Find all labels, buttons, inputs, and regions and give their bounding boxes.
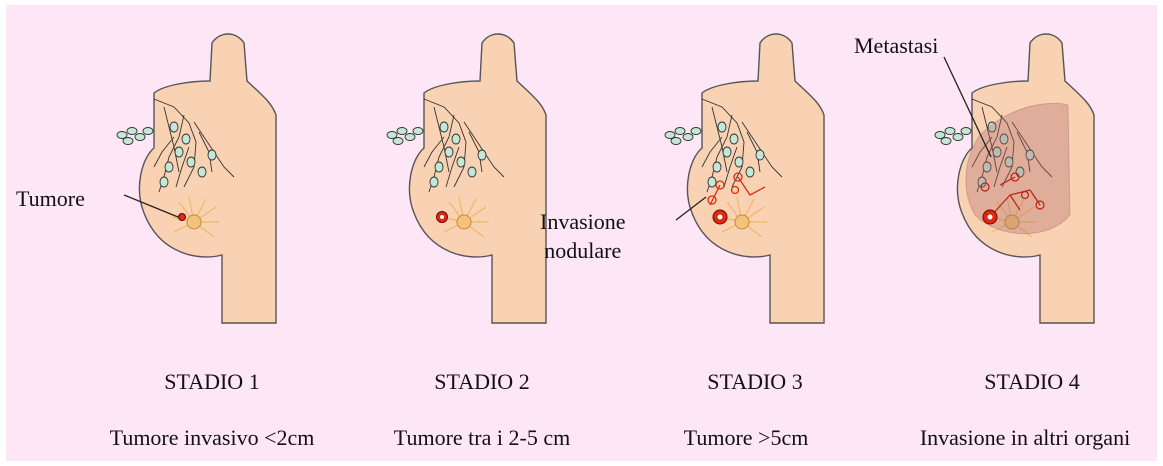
nodal-invasion-label-line2: nodulare (540, 237, 626, 266)
stage-2-figure (387, 34, 546, 323)
stage-2-description: Tumore tra i 2-5 cm (394, 427, 570, 449)
stage-4-figure (935, 34, 1094, 323)
nodal-invasion-label: Invasione nodulare (540, 208, 626, 265)
stage-3-description: Tumore >5cm (684, 427, 809, 449)
metastasis-label: Metastasi (854, 35, 938, 57)
stage-2-title: STADIO 2 (434, 371, 529, 393)
stage-3-figure (665, 34, 824, 323)
stage-4-description: Invasione in altri organi (920, 427, 1130, 449)
nodal-invasion-label-line1: Invasione (540, 208, 626, 237)
stage-1-description: Tumore invasivo <2cm (110, 427, 315, 449)
stage-1-figure (117, 34, 276, 323)
stage-3-title: STADIO 3 (707, 371, 802, 393)
stage-1-title: STADIO 1 (164, 371, 259, 393)
illustration-panel: Tumore Invasione nodulare Metastasi STAD… (6, 5, 1157, 461)
tumor-label: Tumore (16, 188, 85, 210)
stage-4-title: STADIO 4 (984, 371, 1079, 393)
